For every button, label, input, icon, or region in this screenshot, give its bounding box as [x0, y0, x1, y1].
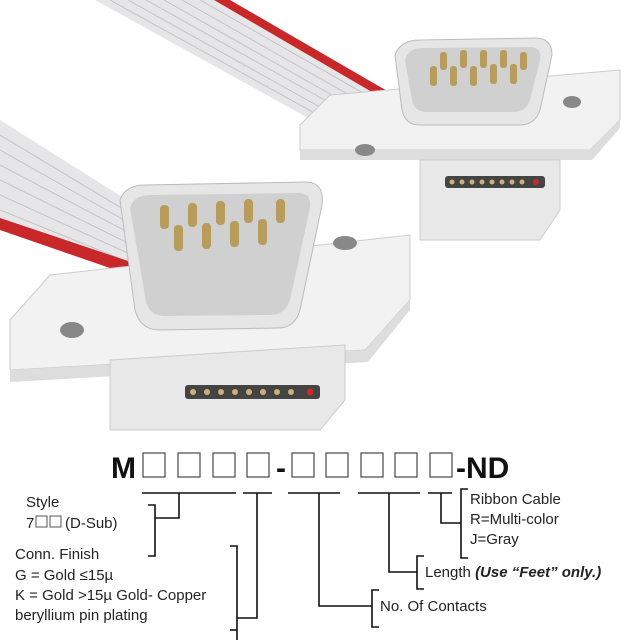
style-suffix: (D-Sub) — [65, 515, 118, 532]
connector-back — [299, 37, 621, 241]
code-box — [429, 452, 453, 478]
finish-k-cont: beryllium pin plating — [15, 607, 148, 624]
code-box — [246, 452, 270, 478]
ribbon-cable-front — [0, 120, 135, 275]
part-number: M - -ND — [111, 452, 509, 485]
finish-label: Conn. Finish G = Gold ≤15µ K = Gold >15µ… — [15, 546, 206, 624]
part-number-prefix: M — [111, 452, 136, 485]
part-number-separator: - — [276, 452, 286, 485]
code-box — [394, 452, 418, 478]
svg-text:Length (Use “Feet” only.): Length (Use “Feet” only.) — [425, 564, 601, 581]
cable-gray: J=Gray — [470, 531, 519, 548]
length-note: (Use “Feet” only.) — [475, 564, 601, 581]
cable-title: Ribbon Cable — [470, 491, 561, 508]
code-box — [360, 452, 384, 478]
style-label: Style 7 (D-Sub) — [26, 494, 118, 532]
part-number-suffix: -ND — [456, 452, 509, 485]
code-box — [142, 452, 166, 478]
finish-title: Conn. Finish — [15, 546, 99, 563]
length-label: Length (Use “Feet” only.) — [425, 564, 601, 581]
length-title: Length — [425, 564, 471, 581]
finish-k: K = Gold >15µ Gold- Copper — [15, 587, 206, 604]
code-box — [325, 452, 349, 478]
finish-g: G = Gold ≤15µ — [15, 567, 114, 584]
connector-front — [9, 181, 411, 431]
code-box — [177, 452, 201, 478]
leader-lines — [142, 488, 468, 640]
cable-label: Ribbon Cable R=Multi-color J=Gray — [470, 491, 561, 548]
cable-multicolor: R=Multi-color — [470, 511, 559, 528]
style-title: Style — [26, 494, 59, 511]
contacts-label: No. Of Contacts — [380, 598, 487, 615]
code-box — [212, 452, 236, 478]
code-box — [291, 452, 315, 478]
style-prefix: 7 — [26, 515, 34, 532]
